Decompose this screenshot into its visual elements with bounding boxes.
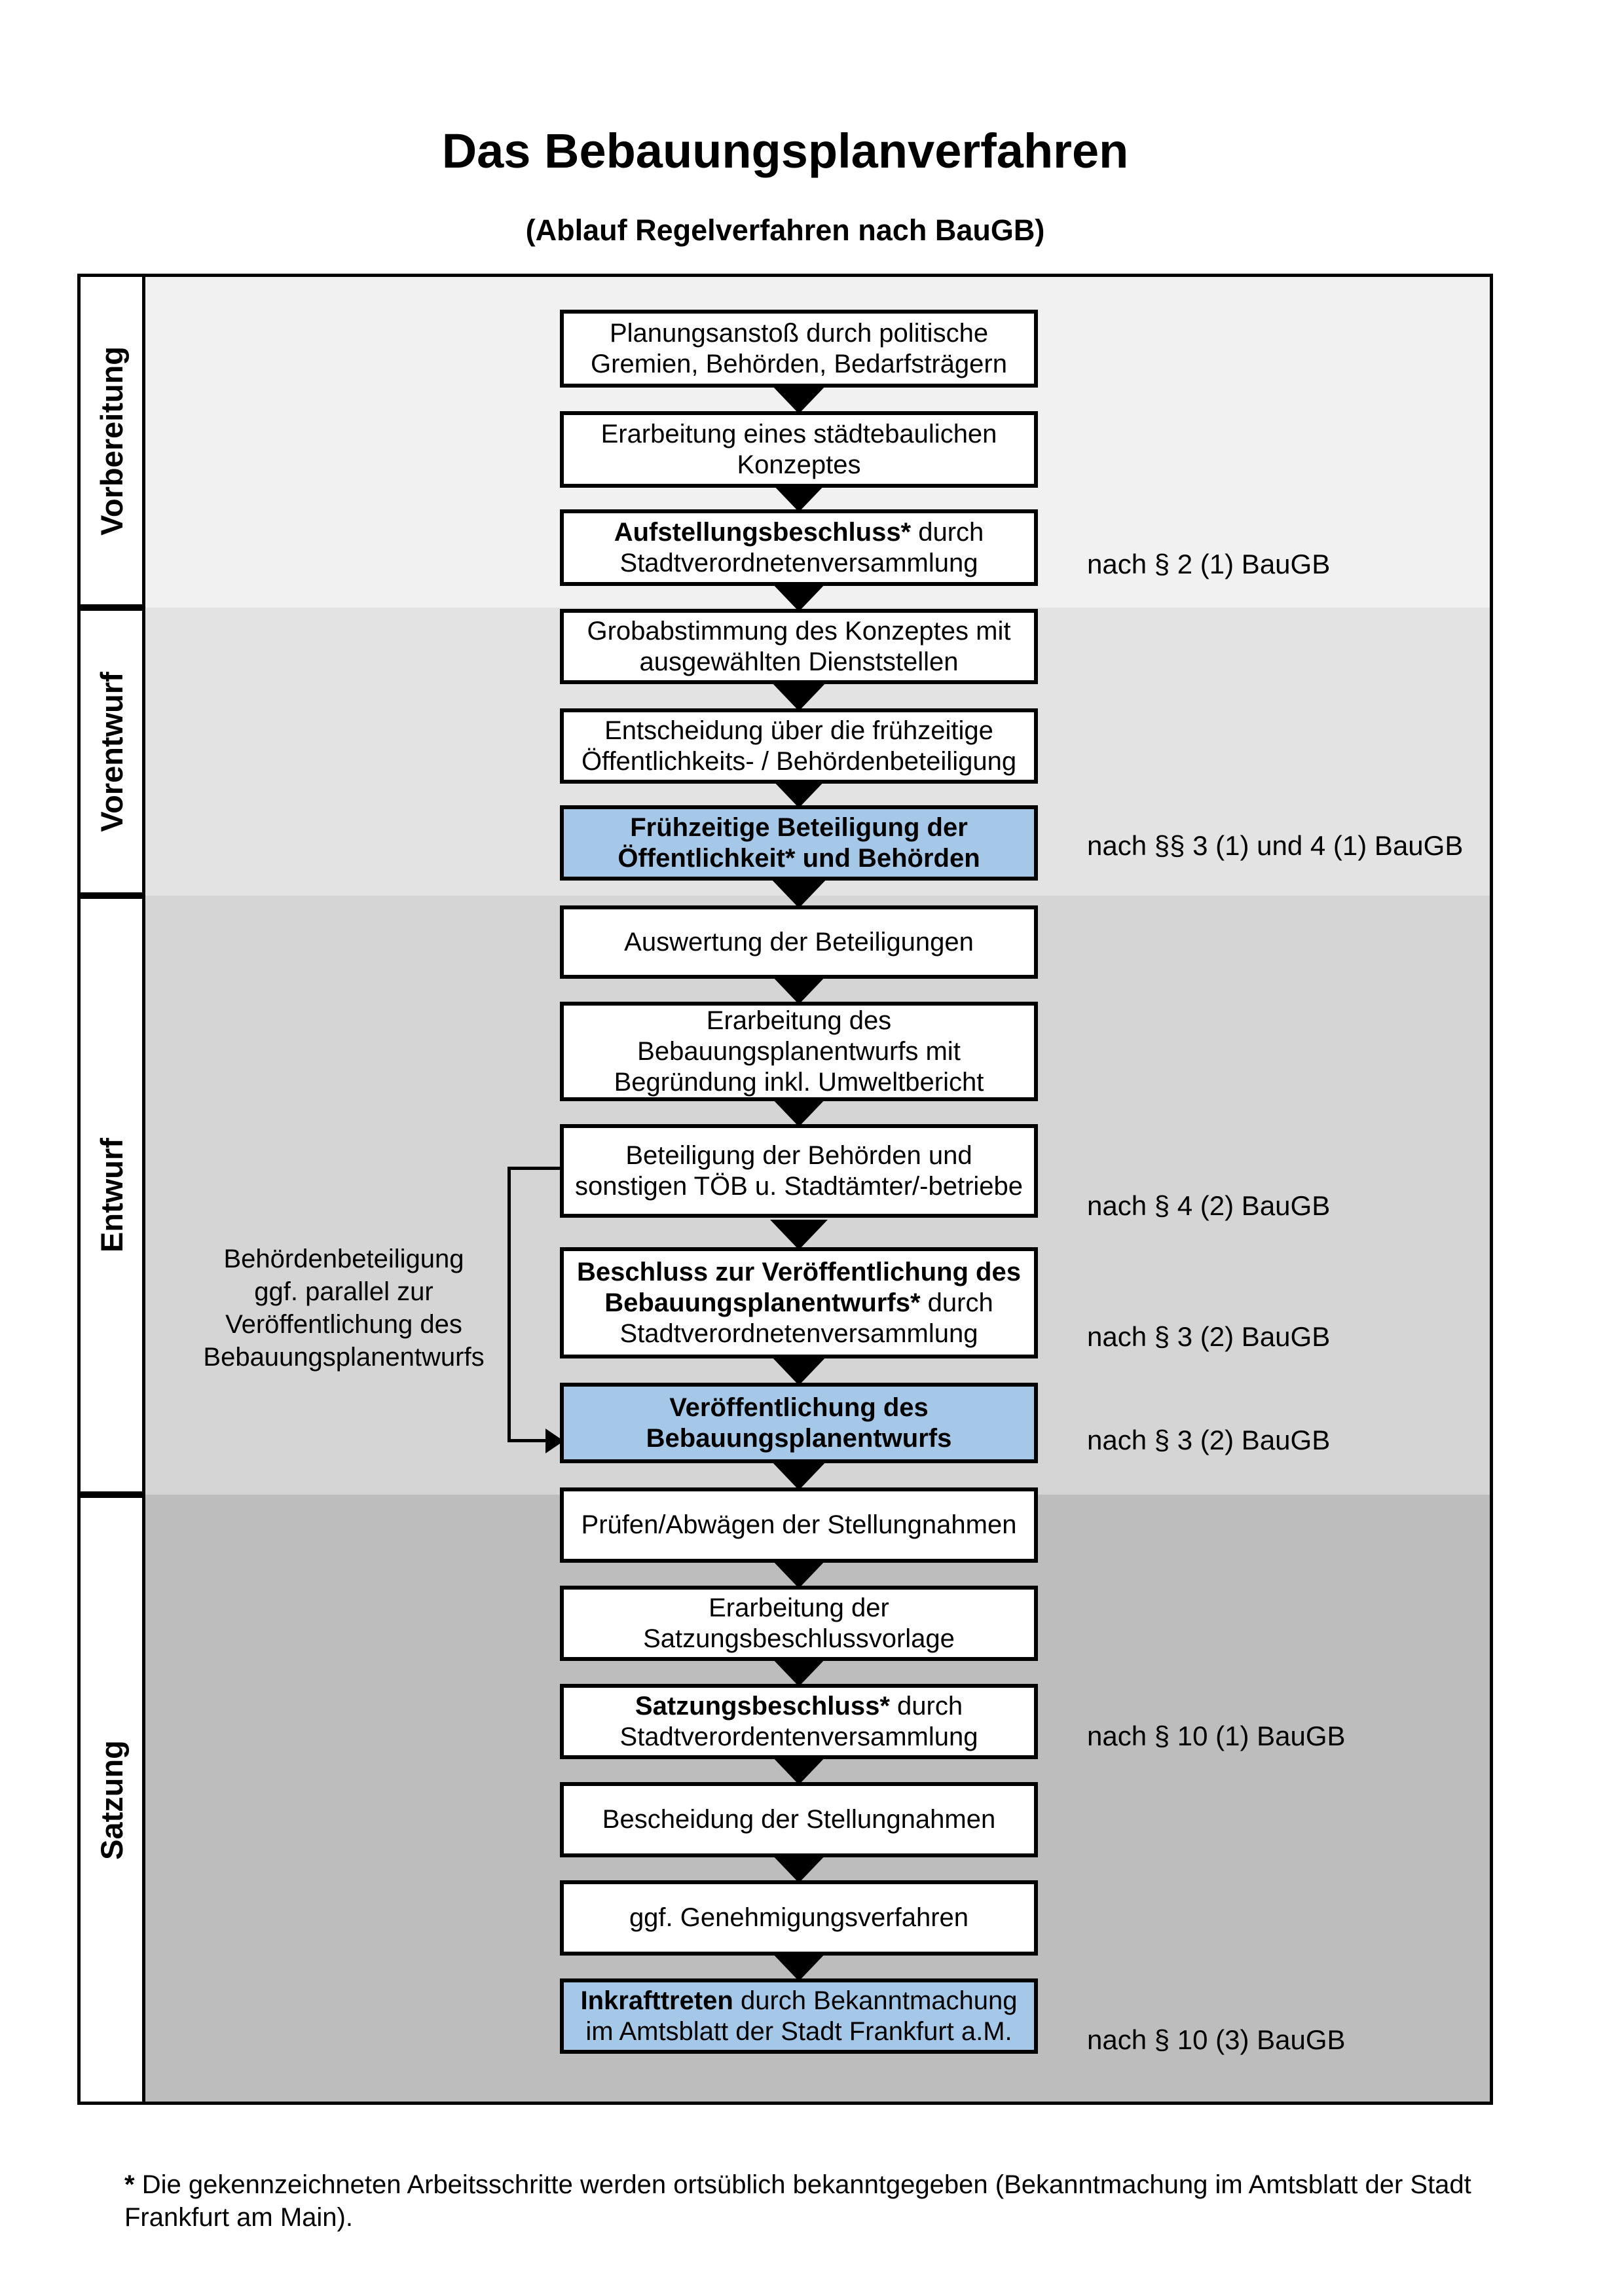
flow-arrow-down-icon — [770, 681, 828, 711]
step-genehmigungsverfahren: ggf. Genehmigungsverfahren — [560, 1880, 1038, 1956]
step-inkrafttreten: Inkrafttreten durch Bekanntmachung im Am… — [560, 1978, 1038, 2054]
page-subtitle: (Ablauf Regelverfahren nach BauGB) — [525, 213, 1045, 247]
step-text-bold: Frühzeitige Beteiligung der Öffentlichke… — [618, 812, 980, 873]
step-beschluss-veroeffentlichung: Beschluss zur Veröffentlichung des Bebau… — [560, 1247, 1038, 1358]
legal-ref: nach § 10 (1) BauGB — [1087, 1721, 1346, 1751]
step-bescheidung: Bescheidung der Stellungnahmen — [560, 1782, 1038, 1857]
side-annotation: Behördenbeteiligung ggf. parallel zur Ve… — [203, 1245, 485, 1372]
step-text-bold: Veröffentlichung des Bebauungsplanentwur… — [646, 1393, 952, 1453]
step-satzungsbeschlussvorlage: Erarbeitung der Satzungsbeschlussvorlage — [560, 1586, 1038, 1661]
step-planungsanstoss: Planungsanstoß durch politische Gremien,… — [560, 310, 1038, 388]
step-pruefen-abwaegen: Prüfen/Abwägen der Stellungnahmen — [560, 1487, 1038, 1563]
flow-arrow-down-icon — [770, 384, 828, 414]
step-veroeffentlichung: Veröffentlichung des Bebauungsplanentwur… — [560, 1383, 1038, 1463]
phase-label-entwurf: Entwurf — [94, 1138, 129, 1252]
phase-label-satzung: Satzung — [94, 1740, 129, 1860]
legal-ref: nach § 2 (1) BauGB — [1087, 549, 1331, 579]
flow-arrow-down-icon — [770, 1355, 828, 1385]
flow-arrow-down-icon — [770, 1656, 828, 1686]
legal-ref: nach §§ 3 (1) und 4 (1) BauGB — [1087, 830, 1464, 861]
step-grobabstimmung: Grobabstimmung des Konzeptes mit ausgewä… — [560, 609, 1038, 684]
step-satzungsbeschluss: Satzungsbeschluss* durch Stadtverordente… — [560, 1684, 1038, 1759]
flow-arrow-down-icon — [770, 581, 828, 611]
step-text: Erarbeitung eines städtebaulichen Konzep… — [600, 419, 997, 479]
step-text: Entscheidung über die frühzeitige Öffent… — [581, 716, 1017, 776]
footnote-marker: * — [124, 2170, 135, 2199]
step-text: Erarbeitung der Satzungsbeschlussvorlage — [643, 1593, 955, 1653]
legal-ref: nach § 3 (2) BauGB — [1087, 1321, 1331, 1352]
flow-arrow-down-icon — [770, 1097, 828, 1127]
step-text: Prüfen/Abwägen der Stellungnahmen — [581, 1510, 1017, 1539]
flow-arrow-down-icon — [770, 1558, 828, 1588]
step-behoerdenbeteiligung: Beteiligung der Behörden und sonstigen T… — [560, 1124, 1038, 1218]
page-title: Das Bebauungsplanverfahren — [441, 124, 1129, 178]
step-text-bold: Satzungsbeschluss* — [635, 1691, 890, 1721]
step-entscheidung-beteiligung: Entscheidung über die frühzeitige Öffent… — [560, 708, 1038, 784]
flow-arrow-down-icon — [770, 1220, 828, 1250]
step-fruehzeitige-beteiligung: Frühzeitige Beteiligung der Öffentlichke… — [560, 805, 1038, 881]
step-text: durch Stadtverordnetenversammlung — [619, 1288, 993, 1348]
step-text-bold: Aufstellungsbeschluss* — [614, 517, 912, 547]
flow-arrow-down-icon — [770, 1755, 828, 1785]
step-text: Beteiligung der Behörden und sonstigen T… — [574, 1140, 1024, 1201]
footnote-text: Die gekennzeichneten Arbeitsschritte wer… — [124, 2170, 1471, 2232]
connector-line — [507, 1167, 561, 1170]
legal-ref: nach § 4 (2) BauGB — [1087, 1190, 1331, 1221]
legal-ref: nach § 10 (3) BauGB — [1087, 2024, 1346, 2055]
step-text: Grobabstimmung des Konzeptes mit ausgewä… — [587, 616, 1011, 676]
connector-line — [507, 1167, 511, 1442]
step-text: ggf. Genehmigungsverfahren — [629, 1903, 969, 1932]
step-konzept-erarbeitung: Erarbeitung eines städtebaulichen Konzep… — [560, 411, 1038, 488]
phase-row-vorbereitung: Vorbereitung — [77, 274, 145, 608]
step-text: Auswertung der Beteiligungen — [624, 927, 974, 957]
step-text-bold: Inkrafttreten — [580, 1986, 733, 2015]
phase-row-entwurf: Entwurf — [77, 896, 145, 1495]
step-auswertung: Auswertung der Beteiligungen — [560, 905, 1038, 979]
flow-arrow-down-icon — [770, 1460, 828, 1490]
flow-arrow-down-icon — [770, 974, 828, 1004]
flow-arrow-down-icon — [770, 1951, 828, 1981]
connector-line — [507, 1439, 548, 1442]
step-aufstellungsbeschluss: Aufstellungsbeschluss* durch Stadtverord… — [560, 509, 1038, 586]
step-text: durch Stadtverordentenversammlung — [619, 1691, 978, 1751]
step-text: durch Stadtverordnetenversammlung — [619, 517, 984, 577]
step-text-bold: Beschluss zur Veröffentlichung des Bebau… — [577, 1257, 1021, 1317]
phase-label-vorentwurf: Vorentwurf — [94, 671, 129, 832]
step-text: Planungsanstoß durch politische Gremien,… — [591, 318, 1007, 378]
step-text: durch Bekanntmachung im Amtsblatt der St… — [585, 1986, 1018, 2046]
footnote: * Die gekennzeichneten Arbeitsschritte w… — [124, 2136, 1503, 2234]
phase-row-vorentwurf: Vorentwurf — [77, 608, 145, 896]
flow-arrow-down-icon — [770, 1853, 828, 1883]
flow-arrow-down-icon — [770, 878, 828, 908]
step-entwurf-erarbeitung: Erarbeitung des Bebauungsplanentwurfs mi… — [560, 1002, 1038, 1101]
step-text: Bescheidung der Stellungnahmen — [602, 1805, 996, 1834]
legal-ref: nach § 3 (2) BauGB — [1087, 1425, 1331, 1455]
phase-label-vorbereitung: Vorbereitung — [94, 346, 129, 536]
step-text: Erarbeitung des Bebauungsplanentwurfs mi… — [614, 1006, 984, 1097]
phase-row-satzung: Satzung — [77, 1495, 145, 2105]
